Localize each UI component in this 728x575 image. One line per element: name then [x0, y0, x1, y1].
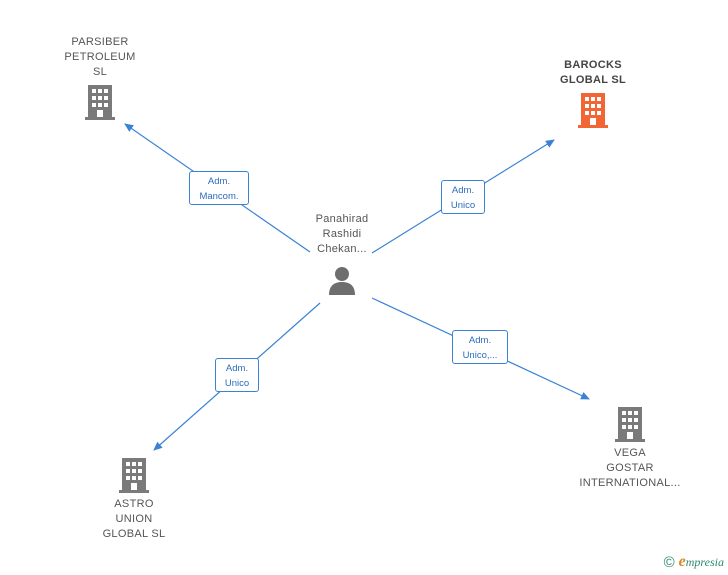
relation-label-parsiber[interactable]: Adm. Mancom.: [189, 171, 249, 205]
company-name-vega: VEGA GOSTAR INTERNATIONAL...: [579, 447, 681, 489]
person-node[interactable]: Panahirad Rashidi Chekan...: [292, 212, 392, 297]
building-icon: [578, 93, 608, 128]
brand-rest: mpresia: [685, 555, 724, 569]
footer-brand: © empresia: [664, 553, 724, 571]
brand-initial: e: [678, 553, 686, 570]
relation-label-vega[interactable]: Adm. Unico,...: [452, 330, 508, 364]
company-name-parsiber: PARSIBER PETROLEUM SL: [64, 36, 136, 78]
building-icon: [85, 85, 115, 120]
company-node-vega[interactable]: VEGA GOSTAR INTERNATIONAL...: [570, 406, 690, 491]
company-node-astro[interactable]: ASTRO UNION GLOBAL SL: [84, 457, 184, 542]
company-name-astro: ASTRO UNION GLOBAL SL: [102, 498, 166, 540]
brand-logo: empresia: [679, 553, 724, 571]
building-icon: [615, 407, 645, 442]
company-name-barocks: BAROCKS GLOBAL SL: [559, 59, 627, 86]
company-node-parsiber[interactable]: PARSIBER PETROLEUM SL: [50, 35, 150, 120]
company-node-barocks[interactable]: BAROCKS GLOBAL SL: [543, 58, 643, 128]
relation-label-barocks[interactable]: Adm. Unico: [441, 180, 485, 214]
building-icon: [119, 458, 149, 493]
person-icon: [329, 267, 355, 295]
person-name: Panahirad Rashidi Chekan...: [315, 213, 369, 255]
relation-label-astro[interactable]: Adm. Unico: [215, 358, 259, 392]
copyright-symbol: ©: [663, 553, 675, 571]
